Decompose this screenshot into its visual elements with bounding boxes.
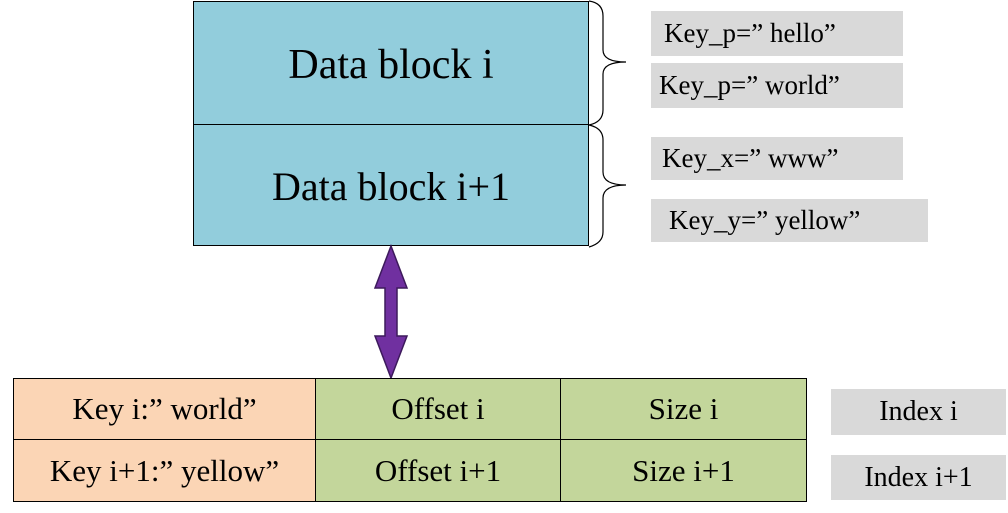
key-label-yellow-text: Key_y=” yellow” <box>669 205 861 235</box>
data-block-i: Data block i <box>193 1 589 125</box>
brace-block-i-plus-1 <box>588 124 627 248</box>
double-arrow-icon <box>373 244 409 380</box>
index-key-cell: Key i+1:” yellow” <box>13 439 316 502</box>
index-label-i-plus-1: Index i+1 <box>831 455 1006 500</box>
index-table: Key i:” world” Offset i Size i Key i+1:”… <box>13 378 807 502</box>
data-block-i-plus-1-label: Data block i+1 <box>271 163 511 209</box>
data-block-i-label: Data block i <box>288 42 494 88</box>
table-row: Key i:” world” Offset i Size i <box>13 378 807 440</box>
key-label-yellow: Key_y=” yellow” <box>651 199 928 242</box>
brace-connectors <box>588 0 627 248</box>
key-label-www: Key_x=” www” <box>651 137 903 180</box>
key-label-hello: Key_p=” hello” <box>651 11 903 56</box>
index-size-cell: Size i <box>560 378 807 440</box>
index-offset-cell: Offset i+1 <box>315 439 561 502</box>
index-label-i-text: Index i <box>879 396 958 427</box>
data-block-i-plus-1: Data block i+1 <box>193 124 589 246</box>
index-offset-cell: Offset i <box>315 378 561 440</box>
key-label-world: Key_p=” world” <box>651 63 903 108</box>
index-label-i-plus-1-text: Index i+1 <box>864 461 973 493</box>
index-key-cell: Key i:” world” <box>13 378 316 440</box>
brace-block-i <box>588 0 627 126</box>
index-label-i: Index i <box>831 389 1006 435</box>
key-label-www-text: Key_x=” www” <box>662 143 839 173</box>
table-row: Key i+1:” yellow” Offset i+1 Size i+1 <box>13 439 807 502</box>
key-label-world-text: Key_p=” world” <box>659 70 840 100</box>
index-size-cell: Size i+1 <box>560 439 807 502</box>
key-label-hello-text: Key_p=” hello” <box>664 18 836 48</box>
